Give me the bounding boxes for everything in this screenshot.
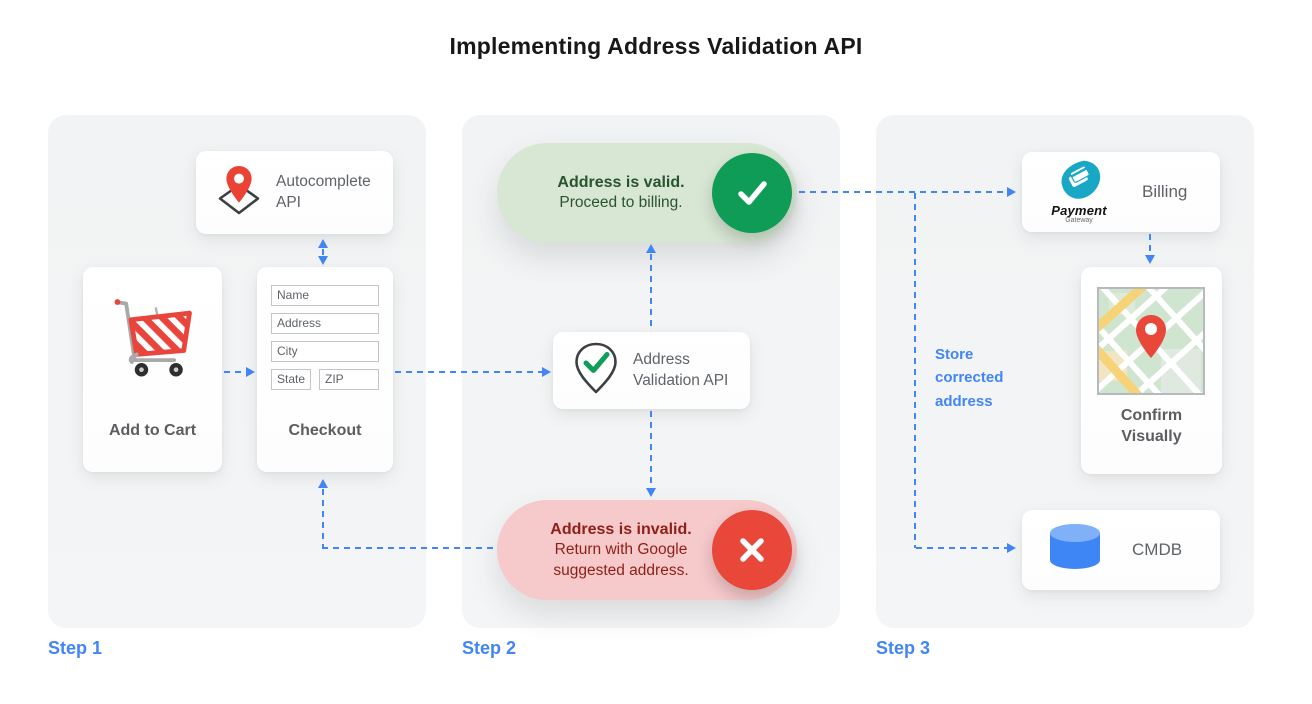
address-validation-api-label: Address Validation API xyxy=(633,350,729,389)
database-cylinder-icon xyxy=(1046,522,1104,579)
x-circle-icon xyxy=(712,510,792,590)
billing-node: Payment Gateway Billing xyxy=(1022,152,1220,232)
store-corrected-address-note: Store corrected address xyxy=(935,346,1004,410)
confirm-visually-node: Confirm Visually xyxy=(1081,267,1222,474)
connector-cart-checkout xyxy=(224,371,246,373)
pin-check-icon xyxy=(573,341,619,400)
arrow-down-invalid xyxy=(646,488,656,497)
confirm-visually-label: Confirm Visually xyxy=(1120,407,1183,446)
check-circle-icon xyxy=(712,153,792,233)
connector-validation-invalid xyxy=(650,411,652,487)
connector-store-vertical xyxy=(914,193,916,548)
step3-label: Step 3 xyxy=(876,638,931,658)
add-to-cart-label: Add to Cart xyxy=(108,422,197,440)
connector-validation-valid xyxy=(650,254,652,330)
connector-billing-confirm xyxy=(1149,234,1151,255)
arrow-down-checkout xyxy=(318,256,328,265)
connector-store-horizontal xyxy=(916,547,1007,549)
autocomplete-api-label: Autocomplete API xyxy=(276,172,371,211)
address-invalid-pill: Address is invalid. Return with Google s… xyxy=(497,500,797,600)
connector-checkout-validation xyxy=(395,371,542,373)
arrow-right-validation xyxy=(542,367,551,377)
arrow-right-checkout xyxy=(246,367,255,377)
add-to-cart-node: Add to Cart xyxy=(83,267,222,472)
name-field[interactable]: Name xyxy=(271,285,379,306)
connector-return-vertical xyxy=(322,489,324,548)
address-valid-text: Address is valid. Proceed to billing. xyxy=(525,143,717,243)
address-valid-pill: Address is valid. Proceed to billing. xyxy=(497,143,797,243)
arrow-right-billing xyxy=(1007,187,1016,197)
connector-valid-billing xyxy=(799,191,1007,193)
address-valid-subtitle: Proceed to billing. xyxy=(559,194,683,212)
zip-field[interactable]: ZIP xyxy=(319,369,379,390)
address-invalid-text: Address is invalid. Return with Google s… xyxy=(525,500,717,600)
step1-label: Step 1 xyxy=(48,638,103,658)
step2-label: Step 2 xyxy=(462,638,517,658)
billing-label: Billing xyxy=(1142,181,1188,201)
arrow-up-autocomplete xyxy=(318,239,328,248)
autocomplete-api-node: Autocomplete API xyxy=(196,151,393,234)
arrow-right-cmdb xyxy=(1007,543,1016,553)
payment-logo-name: Payment xyxy=(1051,203,1107,218)
city-field[interactable]: City xyxy=(271,341,379,362)
autocomplete-pin-diamond-icon xyxy=(212,163,266,222)
payment-gateway-logo: Payment Gateway xyxy=(1042,160,1116,224)
connector-autocomplete-checkout xyxy=(322,249,324,255)
arrow-up-valid xyxy=(646,244,656,253)
shopping-cart-icon xyxy=(105,291,201,392)
address-valid-title: Address is valid. xyxy=(557,174,685,192)
address-invalid-title: Address is invalid. xyxy=(550,520,692,538)
address-invalid-subtitle: Return with Google suggested address. xyxy=(553,541,689,579)
checkout-node: Name Address City State ZIP Checkout xyxy=(257,267,393,472)
cmdb-label: CMDB xyxy=(1132,539,1183,559)
arrow-up-checkout-return xyxy=(318,479,328,488)
payment-logo-sub: Gateway xyxy=(1065,217,1093,224)
address-validation-api-node: Address Validation API xyxy=(553,332,750,409)
address-field[interactable]: Address xyxy=(271,313,379,334)
page-title: Implementing Address Validation API xyxy=(449,33,863,59)
cmdb-node: CMDB xyxy=(1022,510,1220,590)
checkout-label: Checkout xyxy=(288,422,362,440)
state-field[interactable]: State xyxy=(271,369,311,390)
arrow-down-confirm xyxy=(1145,255,1155,264)
connector-return-horizontal xyxy=(322,547,498,549)
map-thumbnail xyxy=(1097,287,1205,395)
